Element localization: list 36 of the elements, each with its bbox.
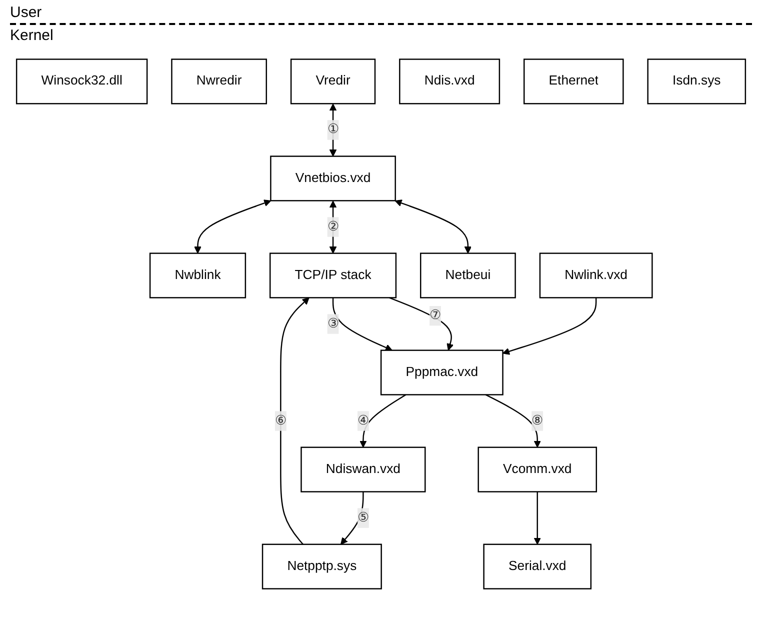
node-box: Pppmac.vxd [380,350,504,396]
arrow [194,200,272,254]
node-box: Nwlink.vxd [539,252,653,298]
arrow [485,394,541,448]
layer-label: User [10,4,43,21]
edge-label: ③ [327,316,339,331]
node-box: Nwblink [149,252,246,298]
edge-label: ④ [357,414,369,428]
edge-label: ② [327,220,339,234]
node-box: Netbeui [420,252,516,298]
node-box: Ndis.vxd [399,58,500,104]
node-box: Ndiswan.vxd [300,446,426,492]
arrow [394,200,472,254]
edge-label: ⑧ [532,414,544,428]
node-box: Vnetbios.vxd [270,156,396,202]
node-box: Netpptp.sys [262,544,382,590]
node-box: Nwredir [171,58,267,104]
arrow [502,298,597,355]
node-box: Vcomm.vxd [478,446,597,492]
edge-label: ⑥ [274,414,286,428]
arrow [332,298,392,351]
node-box: TCP/IP stack [269,252,397,298]
edge-label: ⑦ [430,308,442,322]
arrow [389,297,454,351]
edge-label: ① [327,122,339,137]
node-box: Serial.vxd [483,544,592,590]
arrow [280,297,310,545]
arrow [340,492,364,545]
node-box: Ethernet [524,58,624,104]
edge-label: ⑤ [357,510,369,525]
node-box: Winsock32.dll [16,58,148,104]
layer-label: Kernel [10,27,54,44]
node-box: Isdn.sys [647,58,746,104]
arrow [534,492,541,545]
node-box: Vredir [290,58,376,104]
arrow [360,394,406,448]
